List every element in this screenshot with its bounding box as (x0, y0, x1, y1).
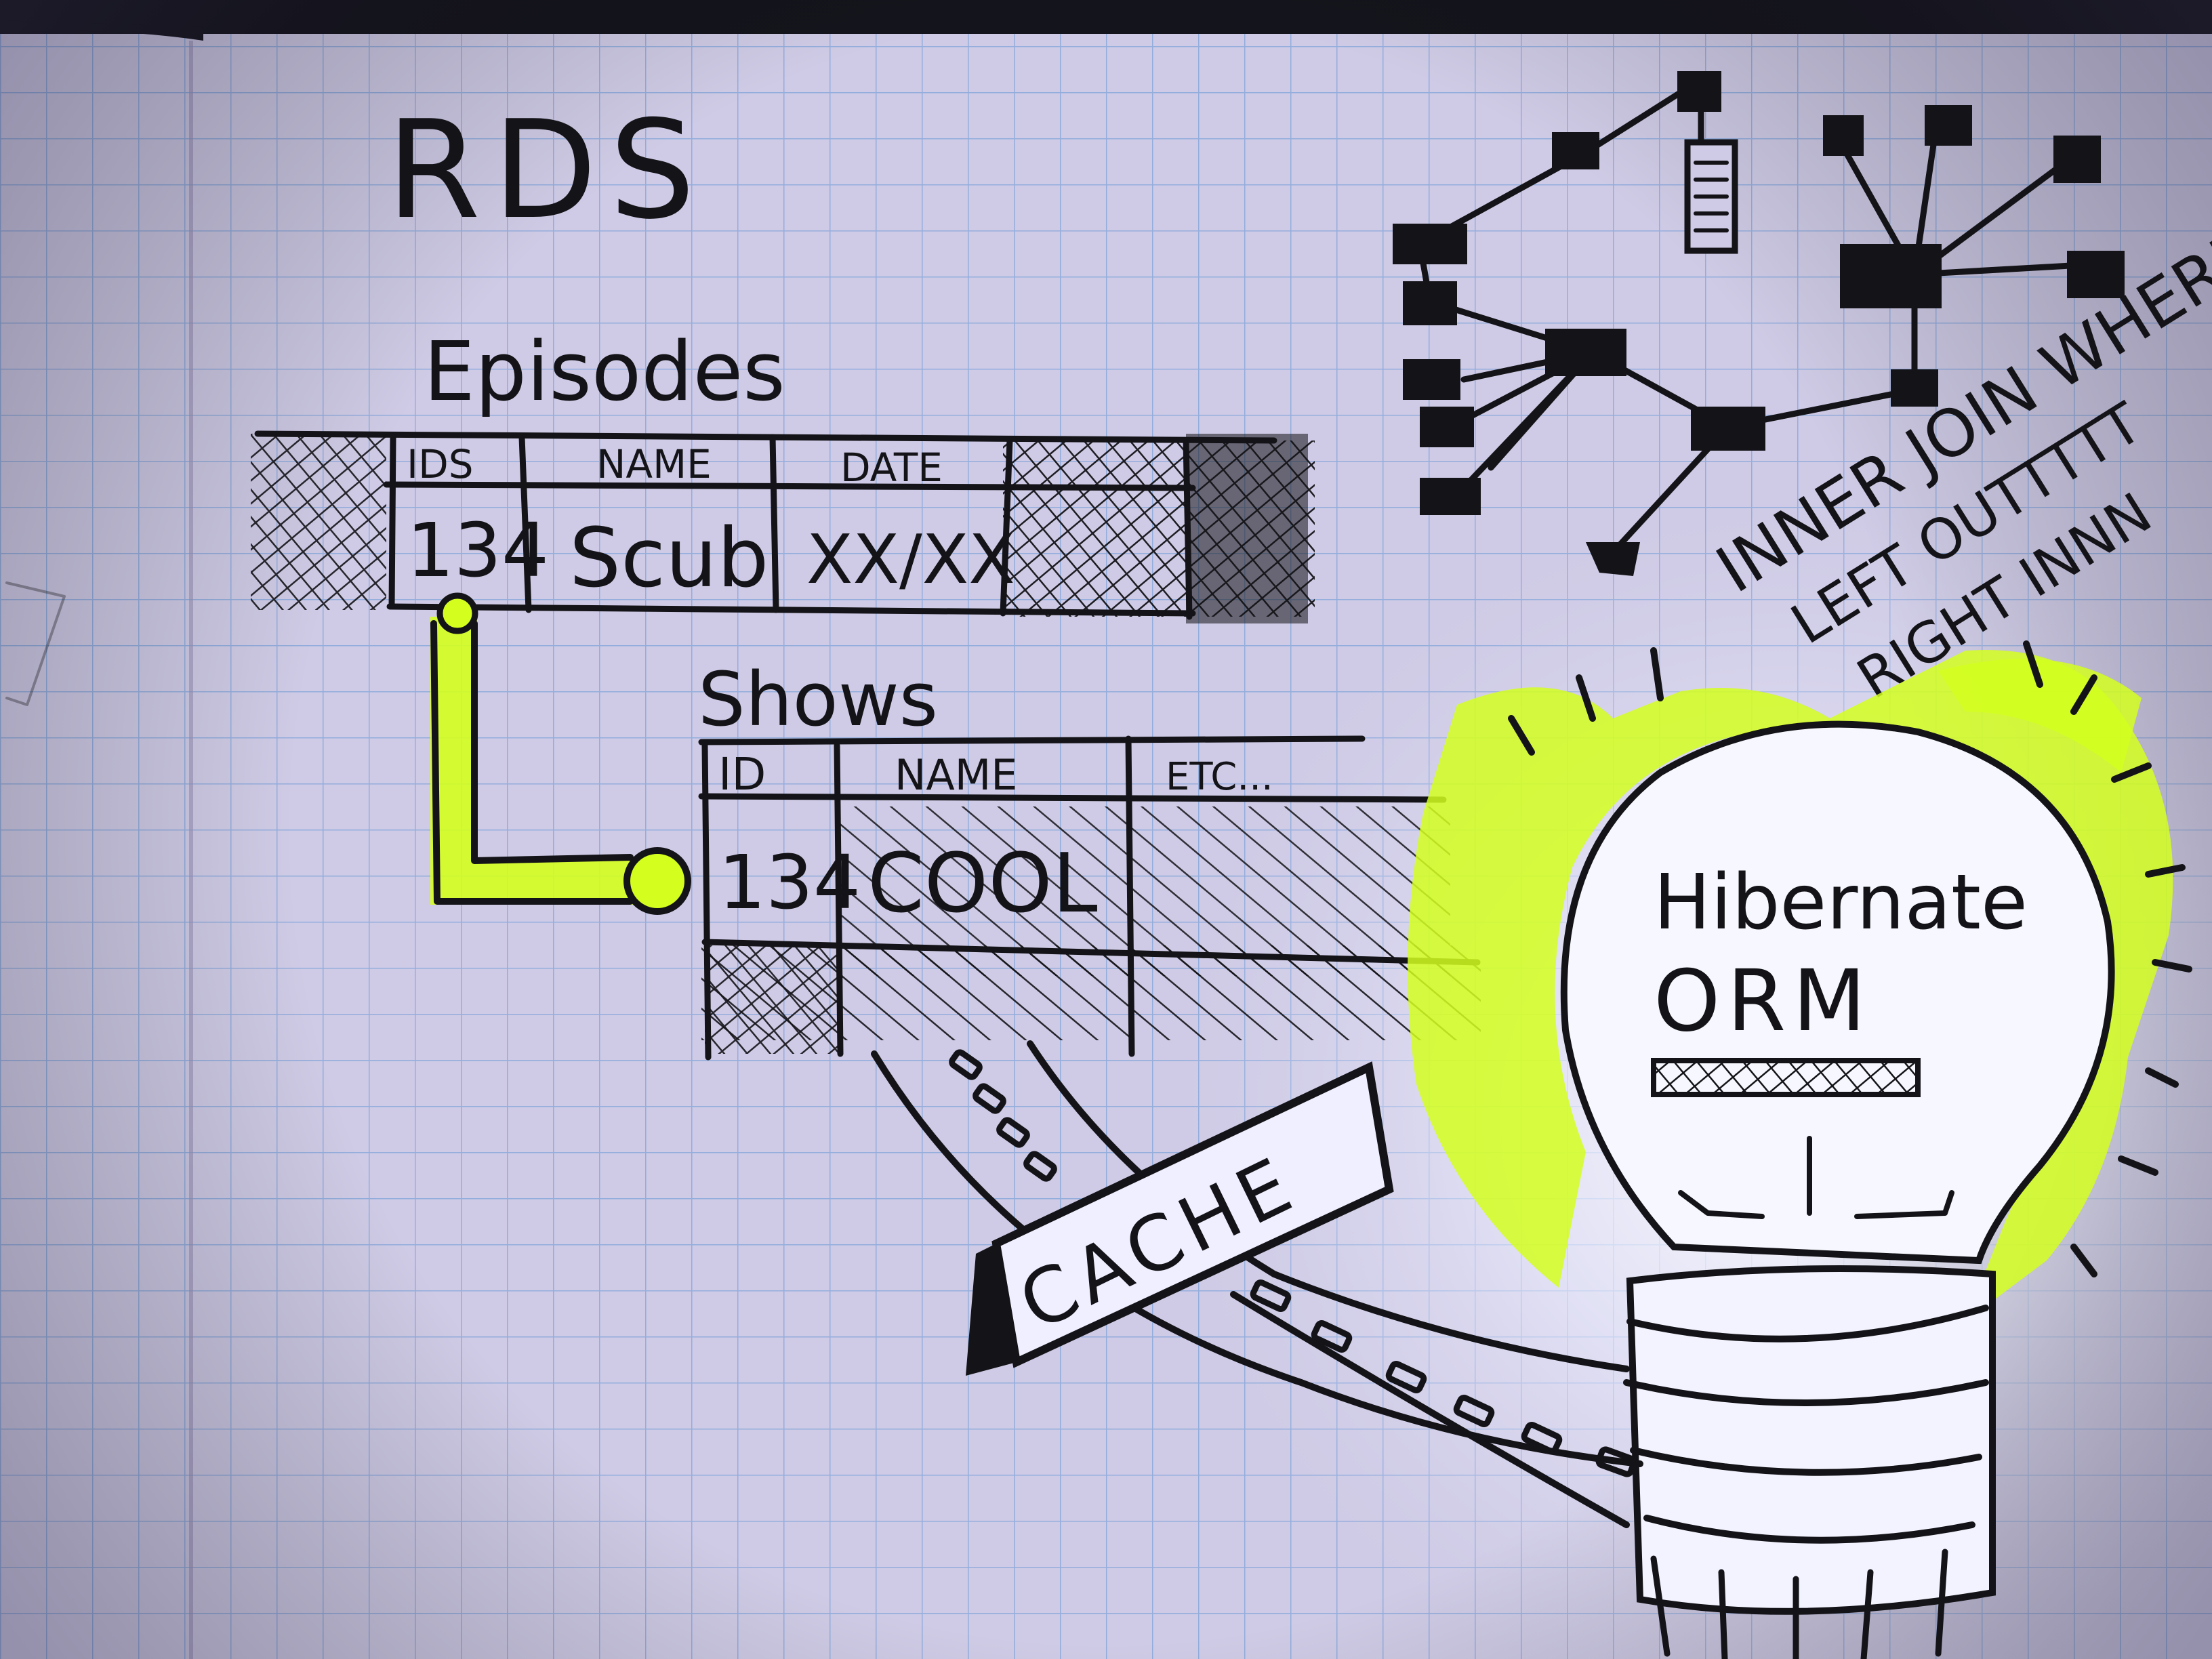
episodes-header-name: NAME (596, 441, 712, 487)
road (871, 1040, 1643, 1528)
episodes-table (251, 430, 1315, 623)
shows-cell-name: COOL (867, 837, 1098, 931)
network-graph-icon (1393, 71, 2125, 576)
shows-label: Shows (698, 656, 938, 743)
episodes-header-ids: IDS (407, 441, 474, 487)
episodes-cell-id: 134 (407, 507, 549, 594)
server-icon (1684, 139, 1738, 254)
shows-header-id: ID (718, 748, 766, 800)
sketch-title: RDS (386, 91, 708, 249)
shows-header-name: NAME (895, 750, 1017, 800)
episodes-label: Episodes (424, 325, 785, 419)
shows-header-etc: ETC... (1166, 755, 1273, 799)
foreign-key-connector (430, 592, 691, 915)
shows-cell-id: 134 (718, 839, 861, 926)
episodes-cell-name: Scub (569, 512, 769, 606)
bulb-line2: ORM (1654, 952, 1872, 1050)
shows-table (698, 735, 1481, 1061)
episodes-cell-date: XX/XX (806, 520, 1015, 599)
episodes-header-date: DATE (840, 445, 943, 491)
bulb-line1: Hibernate (1654, 859, 2028, 947)
lightbulb-icon (1408, 640, 2192, 1659)
